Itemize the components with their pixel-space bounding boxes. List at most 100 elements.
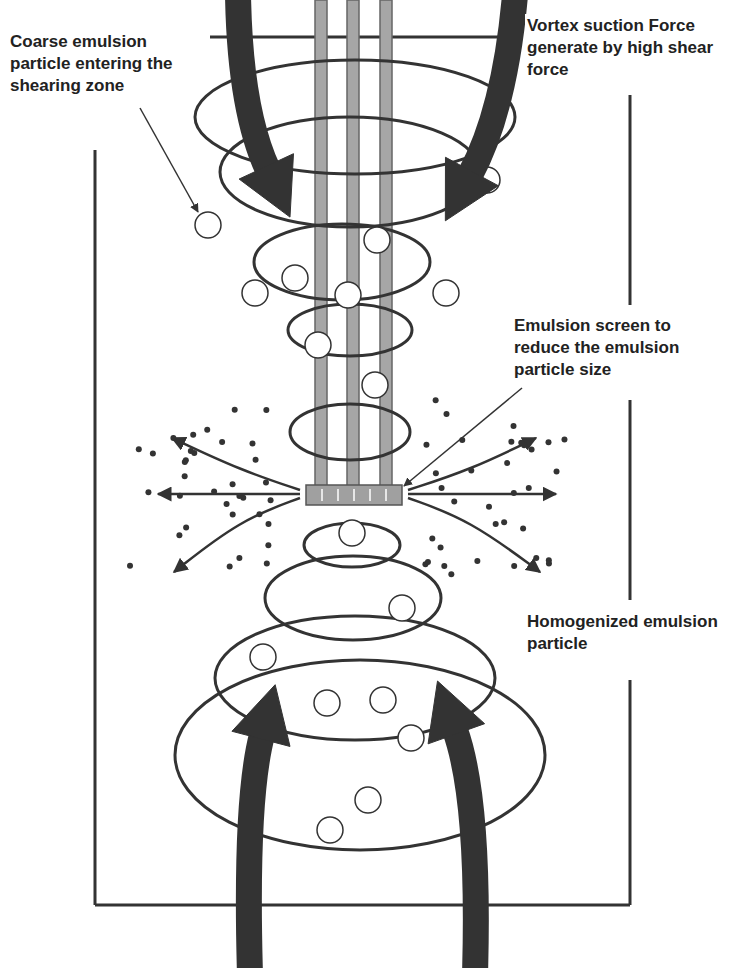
fine-droplet: [526, 485, 532, 491]
emulsion-particle: [250, 644, 276, 670]
callout-label: Homogenized emulsion particle: [525, 610, 725, 656]
outflow-arrow: [158, 438, 556, 572]
callout-label: Coarse emulsion particle entering the sh…: [8, 30, 177, 98]
flow-arrow-head: [232, 685, 290, 747]
fine-droplet: [508, 439, 514, 445]
flow-arrow: [232, 0, 515, 968]
screen-slot: [385, 489, 387, 501]
vortex-ring: [265, 556, 441, 640]
fine-droplet: [265, 521, 271, 527]
flow-arrow-shaft: [455, 730, 476, 968]
flow-arrow-head: [445, 157, 498, 221]
fine-droplet: [433, 470, 439, 476]
emulsion-particle: [339, 520, 365, 546]
fine-droplet: [265, 542, 271, 548]
flow-arrow-shaft: [238, 0, 268, 170]
flow-arrow-shaft: [470, 0, 515, 175]
outflow-arrow: [408, 493, 556, 496]
flow-arrow-shaft: [249, 735, 262, 968]
fine-droplet: [177, 493, 183, 499]
fine-droplet: [533, 555, 539, 561]
flow-arrow-head: [239, 154, 293, 217]
fine-droplet: [474, 558, 480, 564]
vortex-ring: [175, 60, 545, 850]
outflow-arrow: [174, 498, 300, 572]
fine-droplet: [170, 435, 176, 441]
emulsion-particle: [317, 817, 343, 843]
fine-droplet: [263, 479, 269, 485]
fine-droplet: [224, 501, 230, 507]
emulsion-particle: [398, 725, 424, 751]
fine-droplet: [511, 563, 517, 569]
fine-droplet: [219, 439, 225, 445]
vortex-ring: [175, 660, 545, 850]
fine-droplet: [448, 571, 454, 577]
emulsion-particle: [364, 227, 390, 253]
fine-droplet: [250, 441, 256, 447]
fine-droplet: [429, 535, 435, 541]
fine-droplet: [145, 489, 151, 495]
emulsion-particle: [314, 690, 340, 716]
fine-droplet: [451, 499, 457, 505]
vortex-ring: [290, 404, 410, 460]
fine-droplet: [268, 497, 274, 503]
fine-droplet: [230, 511, 236, 517]
fine-droplet: [546, 560, 552, 566]
fine-droplet: [520, 526, 526, 532]
fine-droplet: [150, 451, 156, 457]
fine-droplet: [256, 511, 262, 517]
fine-droplet: [183, 524, 189, 530]
emulsion-particle: [362, 372, 388, 398]
fine-droplet: [468, 467, 474, 473]
screen-slot: [337, 489, 339, 501]
fine-droplet: [182, 473, 188, 479]
fine-droplet: [127, 563, 133, 569]
fine-droplet: [230, 481, 236, 487]
screen-slot: [369, 489, 371, 501]
fine-droplet: [188, 448, 194, 454]
emulsion-particle: [335, 282, 361, 308]
emulsion-particle: [195, 212, 221, 238]
fine-droplet: [444, 411, 450, 417]
screen-slot: [321, 489, 323, 501]
fine-droplet: [554, 468, 560, 474]
fine-droplet: [264, 561, 270, 567]
emulsion-particle: [370, 687, 396, 713]
fine-droplet: [486, 504, 492, 510]
emulsion-particle: [282, 265, 308, 291]
emulsion-particle: [433, 280, 459, 306]
fine-droplet: [227, 563, 233, 569]
fine-droplet: [232, 407, 238, 413]
outflow-arrow: [172, 438, 300, 490]
outflow-arrow: [408, 498, 540, 572]
fine-droplet: [504, 460, 510, 466]
emulsion-particle: [389, 595, 415, 621]
fine-droplet: [511, 423, 517, 429]
fine-droplet: [423, 442, 429, 448]
fine-droplet: [439, 485, 445, 491]
callout-label: Vortex suction Force generate by high sh…: [525, 14, 725, 82]
fine-droplet: [441, 563, 447, 569]
leader-line: [140, 108, 522, 486]
fine-droplet: [425, 559, 431, 565]
emulsion-particle: [355, 787, 381, 813]
fine-droplet: [127, 397, 567, 577]
fine-droplet: [236, 555, 242, 561]
emulsion-screen: [306, 485, 402, 505]
fine-droplet: [501, 519, 507, 525]
fine-droplet: [529, 447, 535, 453]
fine-droplet: [493, 521, 499, 527]
rotor-shaft: [315, 0, 392, 487]
fine-droplet: [240, 495, 246, 501]
fine-droplet: [176, 532, 182, 538]
fine-droplet: [511, 490, 517, 496]
fine-droplet: [204, 427, 210, 433]
fine-droplet: [545, 439, 551, 445]
vessel-wall: [95, 37, 630, 905]
flow-arrow-head: [428, 681, 485, 744]
fine-droplet: [190, 432, 196, 438]
fine-droplet: [433, 397, 439, 403]
emulsion-particle: [242, 280, 268, 306]
fine-droplet: [438, 544, 444, 550]
